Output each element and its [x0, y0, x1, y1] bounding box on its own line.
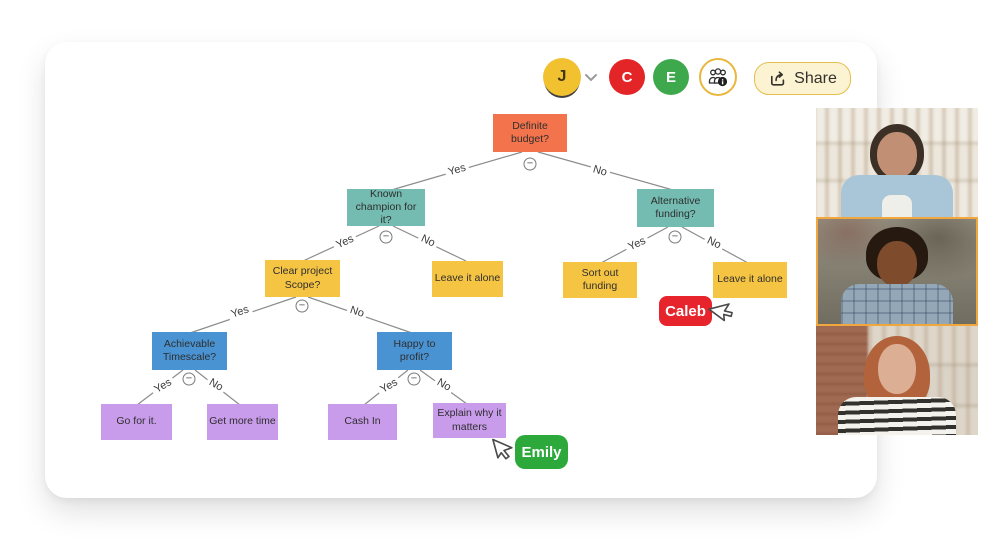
- tree-node-go-for-it[interactable]: Go for it.: [101, 404, 172, 440]
- cursor-label-emily: Emily: [515, 435, 568, 469]
- video-tile-participant-1[interactable]: [816, 108, 978, 217]
- avatar-j[interactable]: J: [543, 58, 581, 96]
- tree-node-definite-budget[interactable]: Definite budget?: [493, 114, 567, 152]
- share-button[interactable]: Share: [754, 62, 851, 95]
- caleb-pointer-icon: [708, 303, 733, 322]
- collapse-button[interactable]: −: [407, 372, 421, 386]
- tree-node-known-champion[interactable]: Known champion for it?: [347, 188, 425, 226]
- people-info-icon: [708, 68, 728, 87]
- tree-node-leave-it-alone-2[interactable]: Leave it alone: [713, 262, 787, 298]
- tree-node-happy-to-profit[interactable]: Happy to profit?: [377, 332, 452, 370]
- tree-node-get-more-time[interactable]: Get more time: [207, 404, 278, 440]
- collapse-button[interactable]: −: [523, 157, 537, 171]
- tree-node-achievable-timescale[interactable]: Achievable Timescale?: [152, 332, 227, 370]
- collapse-button[interactable]: −: [182, 372, 196, 386]
- tree-node-clear-project-scope[interactable]: Clear project Scope?: [265, 260, 340, 297]
- tree-node-sort-out-funding[interactable]: Sort out funding: [563, 262, 637, 298]
- tree-node-alternative-funding[interactable]: Alternative funding?: [637, 189, 714, 227]
- collapse-button[interactable]: −: [379, 230, 393, 244]
- collapse-button[interactable]: −: [668, 230, 682, 244]
- share-arrow-icon: [771, 71, 785, 86]
- avatar-c[interactable]: C: [609, 59, 645, 95]
- tree-node-leave-it-alone-1[interactable]: Leave it alone: [432, 261, 503, 297]
- chevron-down-icon[interactable]: [583, 70, 599, 84]
- cursor-label-caleb: Caleb: [659, 296, 712, 326]
- emily-pointer-icon: [492, 438, 513, 460]
- video-tile-participant-3[interactable]: [816, 326, 978, 435]
- tree-node-cash-in[interactable]: Cash In: [328, 404, 397, 440]
- participants-button[interactable]: [699, 58, 737, 96]
- avatar-e[interactable]: E: [653, 59, 689, 95]
- video-tile-participant-2-active[interactable]: [816, 217, 978, 326]
- share-button-label: Share: [794, 69, 837, 87]
- collapse-button[interactable]: −: [295, 299, 309, 313]
- tree-node-explain-why[interactable]: Explain why it matters: [433, 403, 506, 438]
